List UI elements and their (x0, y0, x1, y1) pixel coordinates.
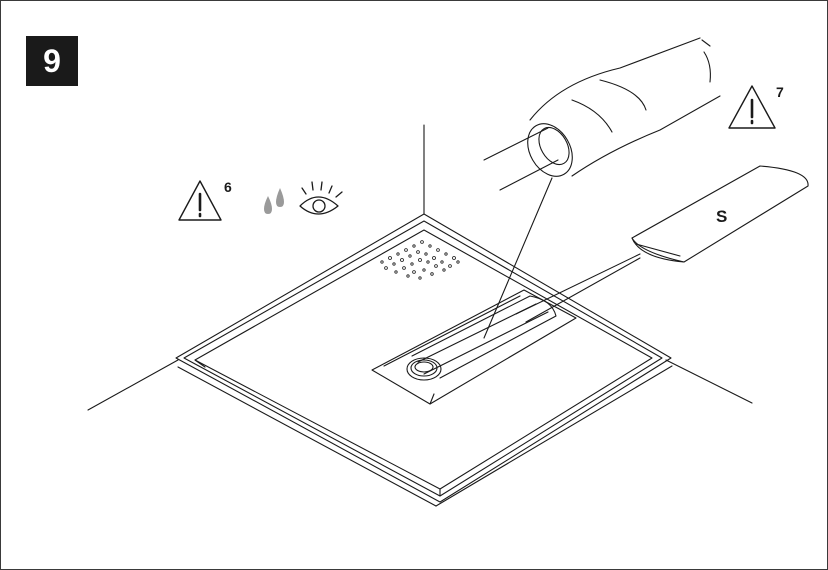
sealant-nozzle (483, 37, 721, 191)
warning-triangle-icon (728, 85, 776, 129)
floor-line-left (87, 359, 179, 411)
spatula-label: S (716, 207, 727, 226)
leader-line-nozzle (483, 177, 553, 339)
step-number-badge: 9 (26, 36, 78, 86)
warning-7-group (728, 85, 776, 129)
warning-7-ref: 7 (776, 84, 784, 100)
water-drops-icon (264, 188, 284, 214)
leader-line-spatula-lower (525, 257, 641, 323)
warning-triangle-icon (178, 180, 222, 221)
leader-line-spatula-upper (515, 253, 641, 315)
drain-channel (371, 289, 577, 405)
floor-line-right (665, 359, 753, 404)
warning-6-ref: 6 (224, 179, 232, 195)
shower-tray (175, 213, 673, 507)
smoothing-spatula (631, 165, 809, 263)
eye-inspection-icon (299, 181, 343, 215)
sealant-texture (380, 240, 460, 280)
warning-6-group (178, 180, 222, 221)
